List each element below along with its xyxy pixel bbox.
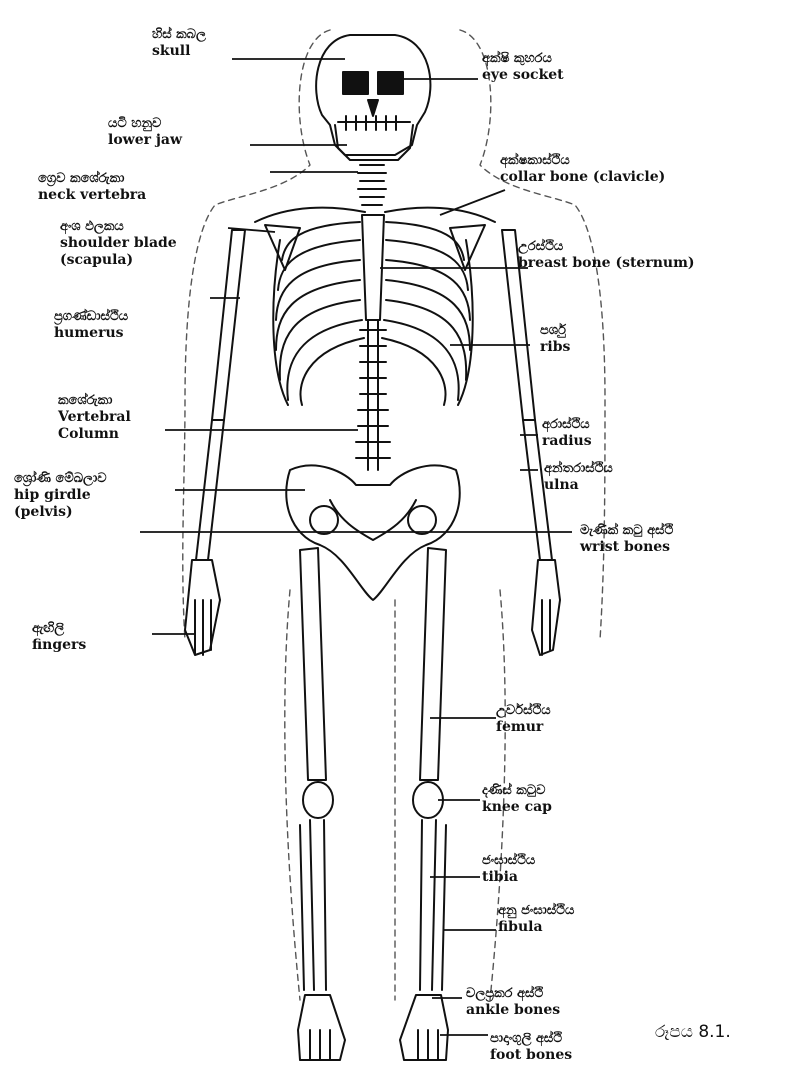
label-eye-socket-si: අක්ෂි කුහරය <box>482 50 564 67</box>
label-humerus-si: ප්‍රගණ්ඩාස්ථිය <box>54 308 128 325</box>
label-shoulder-blade: අංශ ඵලකය shoulder blade (scapula) <box>60 218 177 269</box>
hip-socket-left <box>310 506 338 534</box>
label-breast-bone-si: උරස්ථිය <box>518 238 695 255</box>
hand-left <box>185 560 220 655</box>
label-fibula-si: අනු ජංඝාස්ථිය <box>498 902 574 919</box>
label-wrist-bones: මැණික් කටු අස්ථි wrist bones <box>580 522 673 556</box>
label-lower-jaw: යටි හනුව lower jaw <box>108 115 182 149</box>
label-vertebral-column-si: කශේරුකා <box>58 392 131 409</box>
label-lower-jaw-en: lower jaw <box>108 132 182 149</box>
label-shoulder-blade-en2: (scapula) <box>60 252 177 269</box>
tibia-left <box>310 820 326 990</box>
pelvis-inner <box>330 500 416 540</box>
label-wrist-bones-si: මැණික් කටු අස්ථි <box>580 522 673 539</box>
humerus-left <box>212 230 245 420</box>
label-skull-en: skull <box>152 43 206 60</box>
fibula-right <box>442 825 446 990</box>
figure-caption: රූපය 8.1. <box>655 1022 731 1042</box>
foot-left <box>298 995 345 1060</box>
label-tibia-en: tibia <box>482 869 535 886</box>
label-radius-si: අරාස්ථිය <box>542 416 592 433</box>
label-ulna: අන්තරාස්ථිය ulna <box>544 460 613 494</box>
hip-socket-right <box>408 506 436 534</box>
label-vertebral-column: කශේරුකා Vertebral Column <box>58 392 131 443</box>
label-neck-vertebra-en: neck vertebra <box>38 187 146 204</box>
label-femur: උර්වස්ථිය femur <box>496 702 551 736</box>
label-tibia: ජංඝාස්ථිය tibia <box>482 852 535 886</box>
label-eye-socket: අක්ෂි කුහරය eye socket <box>482 50 564 84</box>
fibula-left <box>300 825 304 990</box>
label-ankle-bones-si: චලප්‍රකර අස්ථි <box>466 985 560 1002</box>
eye-socket-left <box>343 72 368 94</box>
neck-vertebrae <box>358 165 386 205</box>
skull-shape <box>316 35 430 155</box>
label-collar-bone-en: collar bone (clavicle) <box>500 169 665 186</box>
label-lower-jaw-si: යටි හනුව <box>108 115 182 132</box>
label-fingers-si: ඇඟිලි <box>32 620 86 637</box>
label-vertebral-column-en: Vertebral <box>58 409 131 426</box>
label-shoulder-blade-si: අංශ ඵලකය <box>60 218 177 235</box>
label-femur-en: femur <box>496 719 551 736</box>
label-shoulder-blade-en: shoulder blade <box>60 235 177 252</box>
label-breast-bone-en: breast bone (sternum) <box>518 255 695 272</box>
label-ulna-si: අන්තරාස්ථිය <box>544 460 613 477</box>
label-fingers-en: fingers <box>32 637 86 654</box>
hand-right <box>532 560 560 655</box>
label-knee-cap: දණිස් කටුව knee cap <box>482 782 552 816</box>
label-knee-cap-si: දණිස් කටුව <box>482 782 552 799</box>
label-radius-en: radius <box>542 433 592 450</box>
vertebral-column-shape <box>356 320 390 470</box>
label-neck-vertebra: ග්‍රෙව කශේරුකා neck vertebra <box>38 170 146 204</box>
label-fibula: අනු ජංඝාස්ථිය fibula <box>498 902 574 936</box>
label-ankle-bones-en: ankle bones <box>466 1002 560 1019</box>
foot-right <box>400 995 448 1060</box>
label-knee-cap-en: knee cap <box>482 799 552 816</box>
femur-left <box>300 548 326 780</box>
label-tibia-si: ජංඝාස්ථිය <box>482 852 535 869</box>
label-ankle-bones: චලප්‍රකර අස්ථි ankle bones <box>466 985 560 1019</box>
label-foot-bones: පාදාංගුලි අස්ථි foot bones <box>490 1030 572 1064</box>
label-neck-vertebra-si: ග්‍රෙව කශේරුකා <box>38 170 146 187</box>
label-fingers: ඇඟිලි fingers <box>32 620 86 654</box>
label-wrist-bones-en: wrist bones <box>580 539 673 556</box>
label-ribs-si: පර්ශු <box>540 322 570 339</box>
nasal-cavity <box>368 100 378 116</box>
label-humerus-en: humerus <box>54 325 128 342</box>
label-hip-girdle-si: ශ්‍රෝණි මේඛලාව <box>14 470 107 487</box>
eye-socket-right <box>378 72 403 94</box>
label-humerus: ප්‍රගණ්ඩාස්ථිය humerus <box>54 308 128 342</box>
label-collar-bone: අක්ෂකාස්ථිය collar bone (clavicle) <box>500 152 665 186</box>
label-skull-si: හිස් කබල <box>152 26 206 43</box>
label-eye-socket-en: eye socket <box>482 67 564 84</box>
knee-cap-left <box>303 782 333 818</box>
label-vertebral-column-en2: Column <box>58 426 131 443</box>
label-ulna-en: ulna <box>544 477 613 494</box>
leader-collar-bone <box>440 190 505 215</box>
label-ribs: පර්ශු ribs <box>540 322 570 356</box>
label-hip-girdle-en: hip girdle <box>14 487 107 504</box>
label-radius: අරාස්ථිය radius <box>542 416 592 450</box>
teeth-upper <box>338 116 410 130</box>
label-foot-bones-en: foot bones <box>490 1047 572 1064</box>
label-collar-bone-si: අක්ෂකාස්ථිය <box>500 152 665 169</box>
label-breast-bone: උරස්ථිය breast bone (sternum) <box>518 238 695 272</box>
femur-right <box>420 548 446 780</box>
label-fibula-en: fibula <box>498 919 574 936</box>
label-foot-bones-si: පාදාංගුලි අස්ථි <box>490 1030 572 1047</box>
label-ribs-en: ribs <box>540 339 570 356</box>
label-hip-girdle: ශ්‍රෝණි මේඛලාව hip girdle (pelvis) <box>14 470 107 521</box>
label-hip-girdle-en2: (pelvis) <box>14 504 107 521</box>
label-femur-si: උර්වස්ථිය <box>496 702 551 719</box>
label-skull: හිස් කබල skull <box>152 26 206 60</box>
tibia-right <box>420 820 436 990</box>
